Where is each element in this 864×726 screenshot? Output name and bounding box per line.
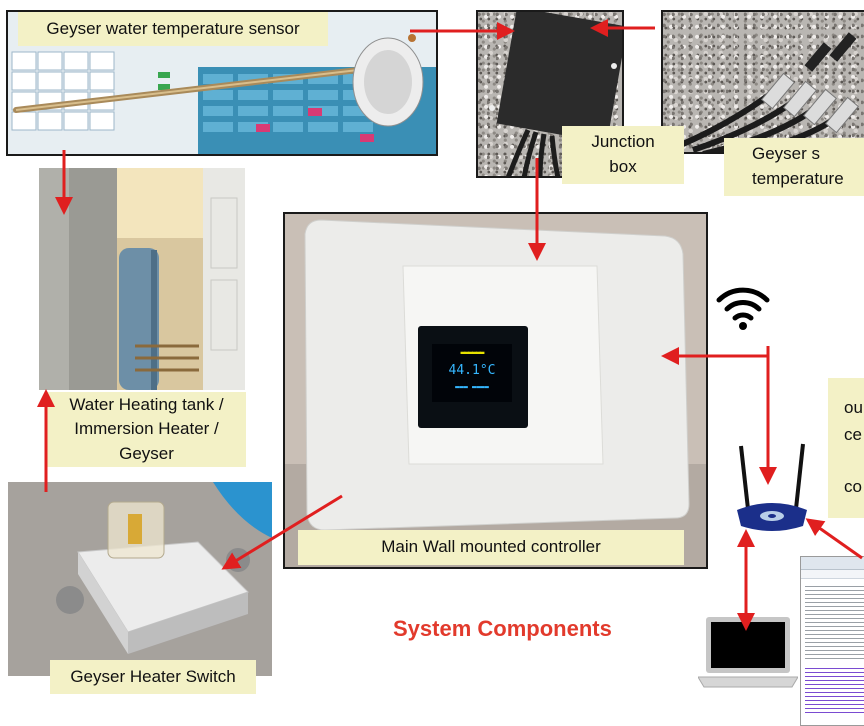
page-text-block — [805, 583, 864, 661]
arrow-dashboard-to-router — [805, 518, 863, 560]
label-controller: Main Wall mounted controller — [298, 530, 684, 565]
web-dashboard-thumbnail — [800, 556, 864, 726]
tank-photo — [39, 168, 245, 390]
browser-toolbar — [801, 557, 864, 570]
oled-bottom-line: ▬▬▬ ▬▬▬▬ — [455, 383, 489, 391]
oled-temperature: 44.1°C — [448, 363, 496, 378]
label-switch: Geyser Heater Switch — [50, 660, 256, 694]
sensors-photo — [661, 10, 864, 154]
label-sensors-right: Geyser s temperature — [724, 138, 864, 196]
diagram-title: System Components — [393, 616, 612, 641]
label-junction-box: Junction box — [562, 126, 684, 184]
switch-art — [8, 482, 272, 676]
wifi-icon — [716, 287, 770, 330]
sensors-art — [681, 32, 859, 152]
junction-box-photo — [476, 10, 624, 178]
label-tank: Water Heating tank / Immersion Heater / … — [47, 392, 246, 467]
laptop-icon — [698, 617, 798, 688]
router-icon — [737, 443, 807, 531]
label-sensor: Geyser water temperature sensor — [18, 12, 328, 46]
browser-address — [801, 570, 864, 579]
page-link-block — [805, 665, 864, 715]
oled-display: ▬▬▬▬▬▬ 44.1°C ▬▬▬ ▬▬▬▬ — [418, 326, 528, 428]
junction-box-art — [489, 12, 622, 176]
tank-art — [39, 168, 245, 390]
oled-top-line: ▬▬▬▬▬▬ — [460, 348, 485, 357]
switch-photo — [8, 482, 272, 676]
oled-screen: ▬▬▬▬▬▬ 44.1°C ▬▬▬ ▬▬▬▬ — [432, 344, 512, 402]
label-side-note: ou ce co — [828, 378, 864, 518]
controller-photo: ▬▬▬▬▬▬ 44.1°C ▬▬▬ ▬▬▬▬ — [283, 212, 708, 569]
